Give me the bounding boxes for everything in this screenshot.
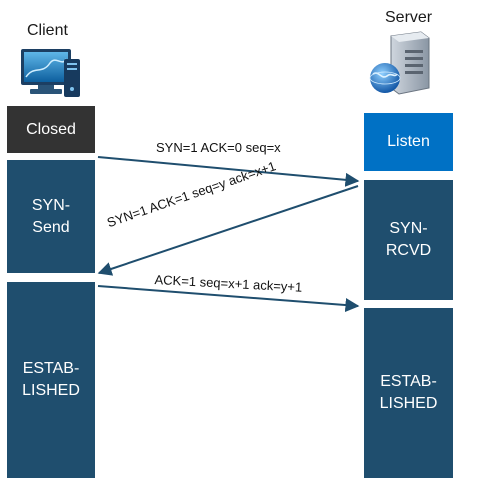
client-label: Client [27,22,68,39]
server-globe-icon [369,31,430,95]
client-state-closed: Closed [7,106,95,153]
server-state-established: ESTAB- LISHED [364,308,453,478]
monitor-icon [21,49,80,97]
server-state-syn-rcvd: SYN- RCVD [364,180,453,300]
client-state-syn-send: SYN- Send [7,160,95,273]
arrow-syn [97,156,360,187]
arrow-syn-ack [97,185,359,276]
message-syn: SYN=1 ACK=0 seq=x [156,140,281,155]
arrow-ack [97,285,360,313]
client-state-established: ESTAB- LISHED [7,282,95,478]
server-state-listen: Listen [364,113,453,171]
server-label: Server [385,9,433,26]
